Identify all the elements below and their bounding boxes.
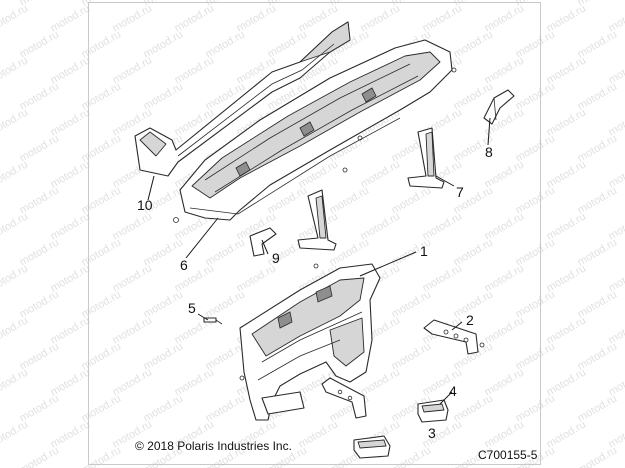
callout-2: 2 <box>466 312 474 328</box>
part-6-rear-fascia <box>179 39 453 221</box>
part-4-clip <box>417 399 449 423</box>
figure-code: C700155-5 <box>478 448 538 462</box>
fasteners <box>173 67 485 381</box>
part-lower-center-bracket <box>321 377 367 419</box>
diagram-frame <box>88 2 541 465</box>
watermark-text: motod.ru <box>18 444 62 468</box>
copyright-notice: © 2018 Polaris Industries Inc. <box>135 439 292 453</box>
part-3-clip <box>353 435 391 459</box>
watermark-text: motod.ru <box>0 2 30 34</box>
watermark-text: motod.ru <box>0 314 30 346</box>
watermark-text: motod.ru <box>0 418 30 450</box>
part-7-mount-bracket <box>407 127 445 189</box>
callout-8: 8 <box>485 144 493 160</box>
watermark-text: motod.ru <box>390 444 434 468</box>
watermark-text: motod.ru <box>0 106 30 138</box>
watermark-text: motod.ru <box>0 262 30 294</box>
watermark-text: motod.ru <box>0 210 30 242</box>
part-2-hole-bracket <box>423 319 479 355</box>
watermark-text: motod.ru <box>80 444 124 468</box>
leader-lines <box>147 117 491 405</box>
watermark-text: motod.ru <box>0 54 30 86</box>
watermark-text: motod.ru <box>0 158 30 190</box>
callout-3: 3 <box>428 425 436 441</box>
callout-4: 4 <box>449 383 457 399</box>
callout-labels: 1 2 3 4 5 6 7 8 9 10 <box>137 144 493 441</box>
part-1-lower-panel <box>239 263 381 421</box>
part-8-bracket <box>483 89 515 125</box>
watermark-text: motod.ru <box>576 444 620 468</box>
part-10-side-trim <box>134 21 351 177</box>
part-mount-bracket-center <box>297 189 337 251</box>
callout-6: 6 <box>180 257 188 273</box>
watermark-text: motod.ru <box>0 366 30 398</box>
callout-5: 5 <box>188 300 196 316</box>
callout-7: 7 <box>456 184 464 200</box>
callout-9: 9 <box>272 250 280 266</box>
callout-10: 10 <box>137 197 153 213</box>
callout-1: 1 <box>420 243 428 259</box>
